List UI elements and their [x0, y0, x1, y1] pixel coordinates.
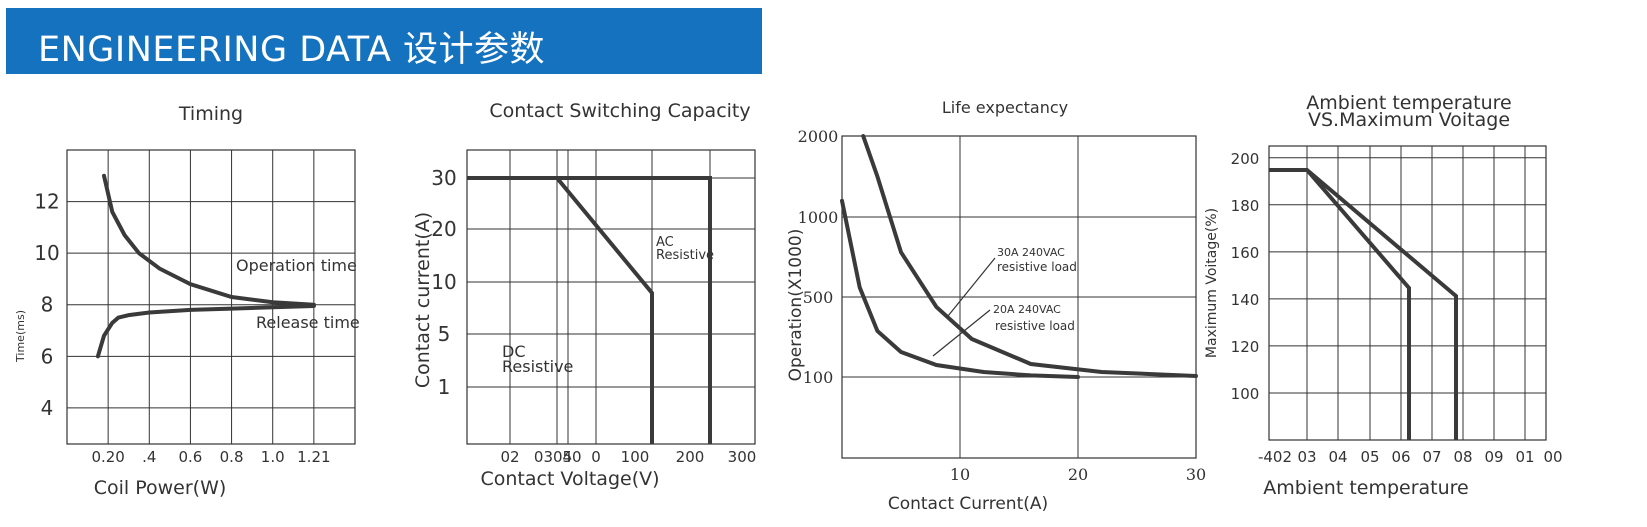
switching-ytick: 20 [431, 217, 456, 241]
ambient-ytick: 100 [1231, 385, 1260, 403]
header-banner: ENGINEERING DATA 设计参数 [6, 8, 762, 74]
timing-xtick: 0.20 [91, 448, 124, 466]
timing-title: Timing [178, 103, 243, 125]
timing-ytick: 8 [41, 293, 54, 317]
life-ytick: 1000 [798, 208, 839, 227]
switching-ylabel: Contact current(A) [412, 212, 434, 388]
ambient-xtick: 00 [1543, 448, 1562, 466]
life-ytick: 2000 [798, 127, 839, 146]
life-ylabel: Operation(X1000) [786, 229, 806, 382]
ambient-xtick: 01 [1515, 448, 1534, 466]
timing-xtick: 1.0 [261, 448, 285, 466]
ambient-xlabel: Ambient temperature [1263, 477, 1469, 499]
timing-xlabel: Coil Power(W) [94, 477, 227, 499]
life-expectancy-chart: Life expectancy Contact Current(A) Opera… [786, 98, 1206, 514]
timing-ylabel: Time(ms) [14, 310, 27, 363]
ambient-ytick: 140 [1231, 291, 1260, 309]
ambient-ytick: 160 [1231, 244, 1260, 262]
switching-xlabel: Contact Voltage(V) [480, 468, 659, 490]
leader-20a [932, 309, 991, 357]
timing-ytick: 6 [41, 344, 54, 368]
ambient-ytick: 120 [1231, 338, 1260, 356]
ambient-temperature-chart: Ambient temperature VS.Maximum Voitage A… [1204, 92, 1563, 499]
dc-label-line2: Resistive [502, 357, 573, 376]
ambient-xtick: 03 [1297, 448, 1316, 466]
switching-ytick: 5 [438, 322, 451, 346]
life-xtick: 20 [1068, 465, 1088, 484]
ambient-curve-outer [1269, 168, 1458, 440]
label-20a-line1: 20A 240VAC [993, 303, 1061, 316]
ambient-title-line1: Ambient temperature [1306, 92, 1512, 114]
switching-xtick: 100 [621, 448, 650, 466]
ambient-ytick: 180 [1231, 197, 1260, 215]
label-20a-line2: resistive load [995, 319, 1075, 333]
curve-20a-240vac [840, 198, 1080, 379]
life-ytick: 500 [803, 288, 834, 307]
switching-xtick: 50 [562, 448, 581, 466]
switching-ytick: 30 [431, 166, 456, 190]
ambient-xtick: 05 [1360, 448, 1379, 466]
switching-ytick: 1 [438, 375, 451, 399]
release-time-label: Release time [256, 313, 360, 332]
ambient-title-line2: VS.Maximum Voitage [1308, 109, 1510, 131]
life-xtick: 10 [950, 465, 970, 484]
ambient-curve-inner [1305, 168, 1411, 440]
timing-xtick: .4 [142, 448, 156, 466]
ambient-xtick: 04 [1328, 448, 1347, 466]
timing-ytick: 10 [34, 241, 59, 265]
ac-label-line1: AC [656, 235, 674, 250]
timing-ytick: 12 [34, 190, 59, 214]
ambient-xtick: 08 [1453, 448, 1472, 466]
ambient-xtick: 09 [1484, 448, 1503, 466]
switching-xtick: 300 [728, 448, 757, 466]
dc-label-line1: DC [502, 342, 526, 361]
timing-xtick: 0.8 [220, 448, 244, 466]
ambient-ylabel: Maximum Voitage(%) [1204, 208, 1220, 358]
switching-ytick: 10 [431, 270, 456, 294]
release-time-curve [95, 304, 316, 359]
operation-time-curve [102, 173, 316, 307]
timing-xtick: 1.21 [297, 448, 330, 466]
label-30a-line2: resistive load [997, 260, 1077, 274]
timing-ytick: 4 [41, 396, 54, 420]
life-title: Life expectancy [942, 98, 1068, 117]
ambient-ytick: 200 [1231, 150, 1260, 168]
ambient-xtick: 07 [1422, 448, 1441, 466]
switching-title: Contact Switching Capacity [489, 100, 750, 122]
header-title: ENGINEERING DATA 设计参数 [38, 30, 546, 70]
ac-label-line2: Resistive [656, 248, 714, 263]
life-ytick: 100 [803, 368, 834, 387]
ambient-xtick: 06 [1391, 448, 1410, 466]
operation-time-label: Operation time [236, 256, 357, 275]
curve-30a-240vac [861, 134, 1198, 378]
switching-xtick: 0 [591, 448, 601, 466]
switching-xtick: 200 [676, 448, 705, 466]
timing-xtick: 0.6 [178, 448, 202, 466]
timing-chart: Timing Coil Power(W) Time(ms) Operation … [14, 103, 360, 499]
label-30a-line1: 30A 240VAC [997, 246, 1065, 259]
dc-resistive-curve [467, 176, 654, 444]
timing-plot-frame [66, 149, 356, 445]
life-xlabel: Contact Current(A) [888, 494, 1048, 514]
switching-xtick: 02 [500, 448, 519, 466]
switching-capacity-chart: Contact Switching Capacity Contact Volta… [412, 100, 756, 490]
switching-xtick: 0304 [534, 448, 572, 466]
leader-30a [947, 257, 996, 317]
ambient-xtick: -402 [1258, 448, 1292, 466]
life-xtick: 30 [1186, 465, 1206, 484]
switching-plot-frame [466, 149, 756, 445]
